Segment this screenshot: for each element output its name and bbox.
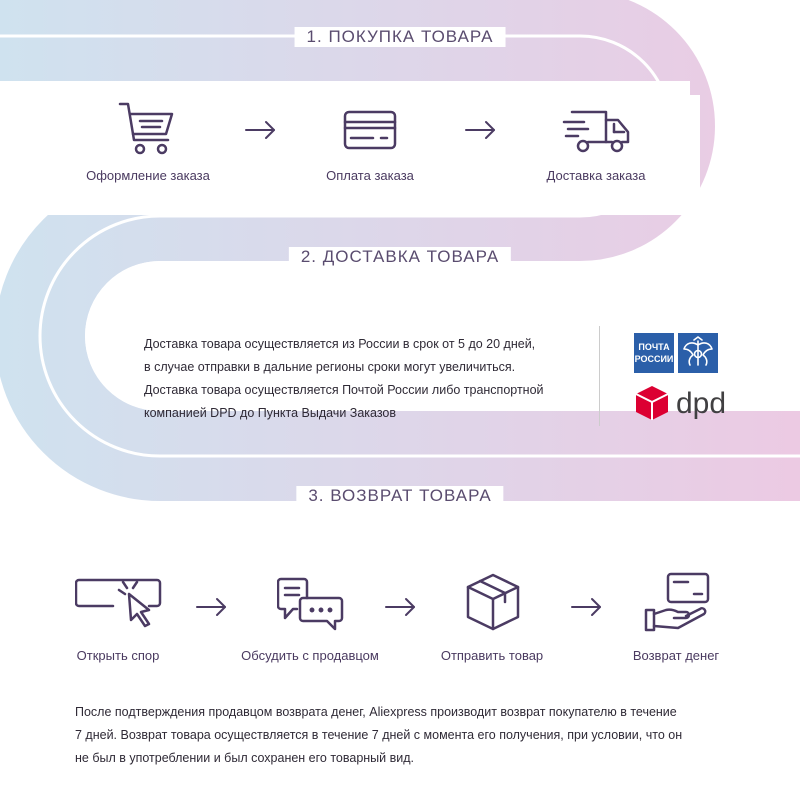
step-label-refund: Возврат денег xyxy=(632,648,720,663)
pochta-rossii-logo: ПОЧТА РОССИИ xyxy=(634,333,674,373)
dpd-cube-icon xyxy=(634,384,670,427)
return-description: После подтверждения продавцом возврата д… xyxy=(75,701,775,770)
delivery-line: Доставка товара осуществляется Почтой Ро… xyxy=(144,383,544,397)
return-line: не был в употреблении и был сохранен его… xyxy=(75,751,415,765)
arrow-right-icon xyxy=(464,120,498,145)
chat-bubbles-icon xyxy=(276,576,345,637)
cursor-click-icon xyxy=(74,578,165,635)
step-label-checkout: Оформление заказа xyxy=(86,168,210,183)
delivery-line: компанией DPD до Пункта Выдачи Заказов xyxy=(144,406,397,420)
dpd-logo-text: dpd xyxy=(676,387,727,420)
section-title-purchase: 1. ПОКУПКА ТОВАРА xyxy=(294,27,506,47)
section-title-return: 3. ВОЗВРАТ ТОВАРА xyxy=(296,486,504,506)
delivery-truck-icon xyxy=(562,108,632,161)
delivery-line: Доставка товара осуществляется из России… xyxy=(144,337,536,351)
step-label-payment: Оплата заказа xyxy=(326,168,414,183)
delivery-description: Доставка товара осуществляется из России… xyxy=(144,333,584,425)
package-box-icon xyxy=(465,572,521,637)
pochta-logo-text: РОССИИ xyxy=(634,354,674,364)
eagle-emblem-icon xyxy=(678,333,718,373)
step-label-discuss-seller: Обсудить с продавцом xyxy=(241,648,379,663)
divider xyxy=(599,326,600,426)
step-label-open-dispute: Открыть спор xyxy=(76,648,160,663)
arrow-right-icon xyxy=(195,597,229,622)
shopping-cart-icon xyxy=(118,100,176,163)
step-label-send-item: Отправить товар xyxy=(440,648,544,663)
step-label-delivery: Доставка заказа xyxy=(546,168,646,183)
section-title-delivery: 2. ДОСТАВКА ТОВАРА xyxy=(288,247,512,267)
return-line: 7 дней. Возврат товара осуществляется в … xyxy=(75,728,683,742)
arrow-right-icon xyxy=(570,597,604,622)
return-line: После подтверждения продавцом возврата д… xyxy=(75,705,677,719)
arrow-right-icon xyxy=(244,120,278,145)
pochta-logo-text: ПОЧТА xyxy=(638,342,670,352)
credit-card-icon xyxy=(343,108,397,157)
hand-card-icon xyxy=(644,572,710,639)
delivery-line: в случае отправки в дальние регионы срок… xyxy=(144,360,516,374)
arrow-right-icon xyxy=(384,597,418,622)
